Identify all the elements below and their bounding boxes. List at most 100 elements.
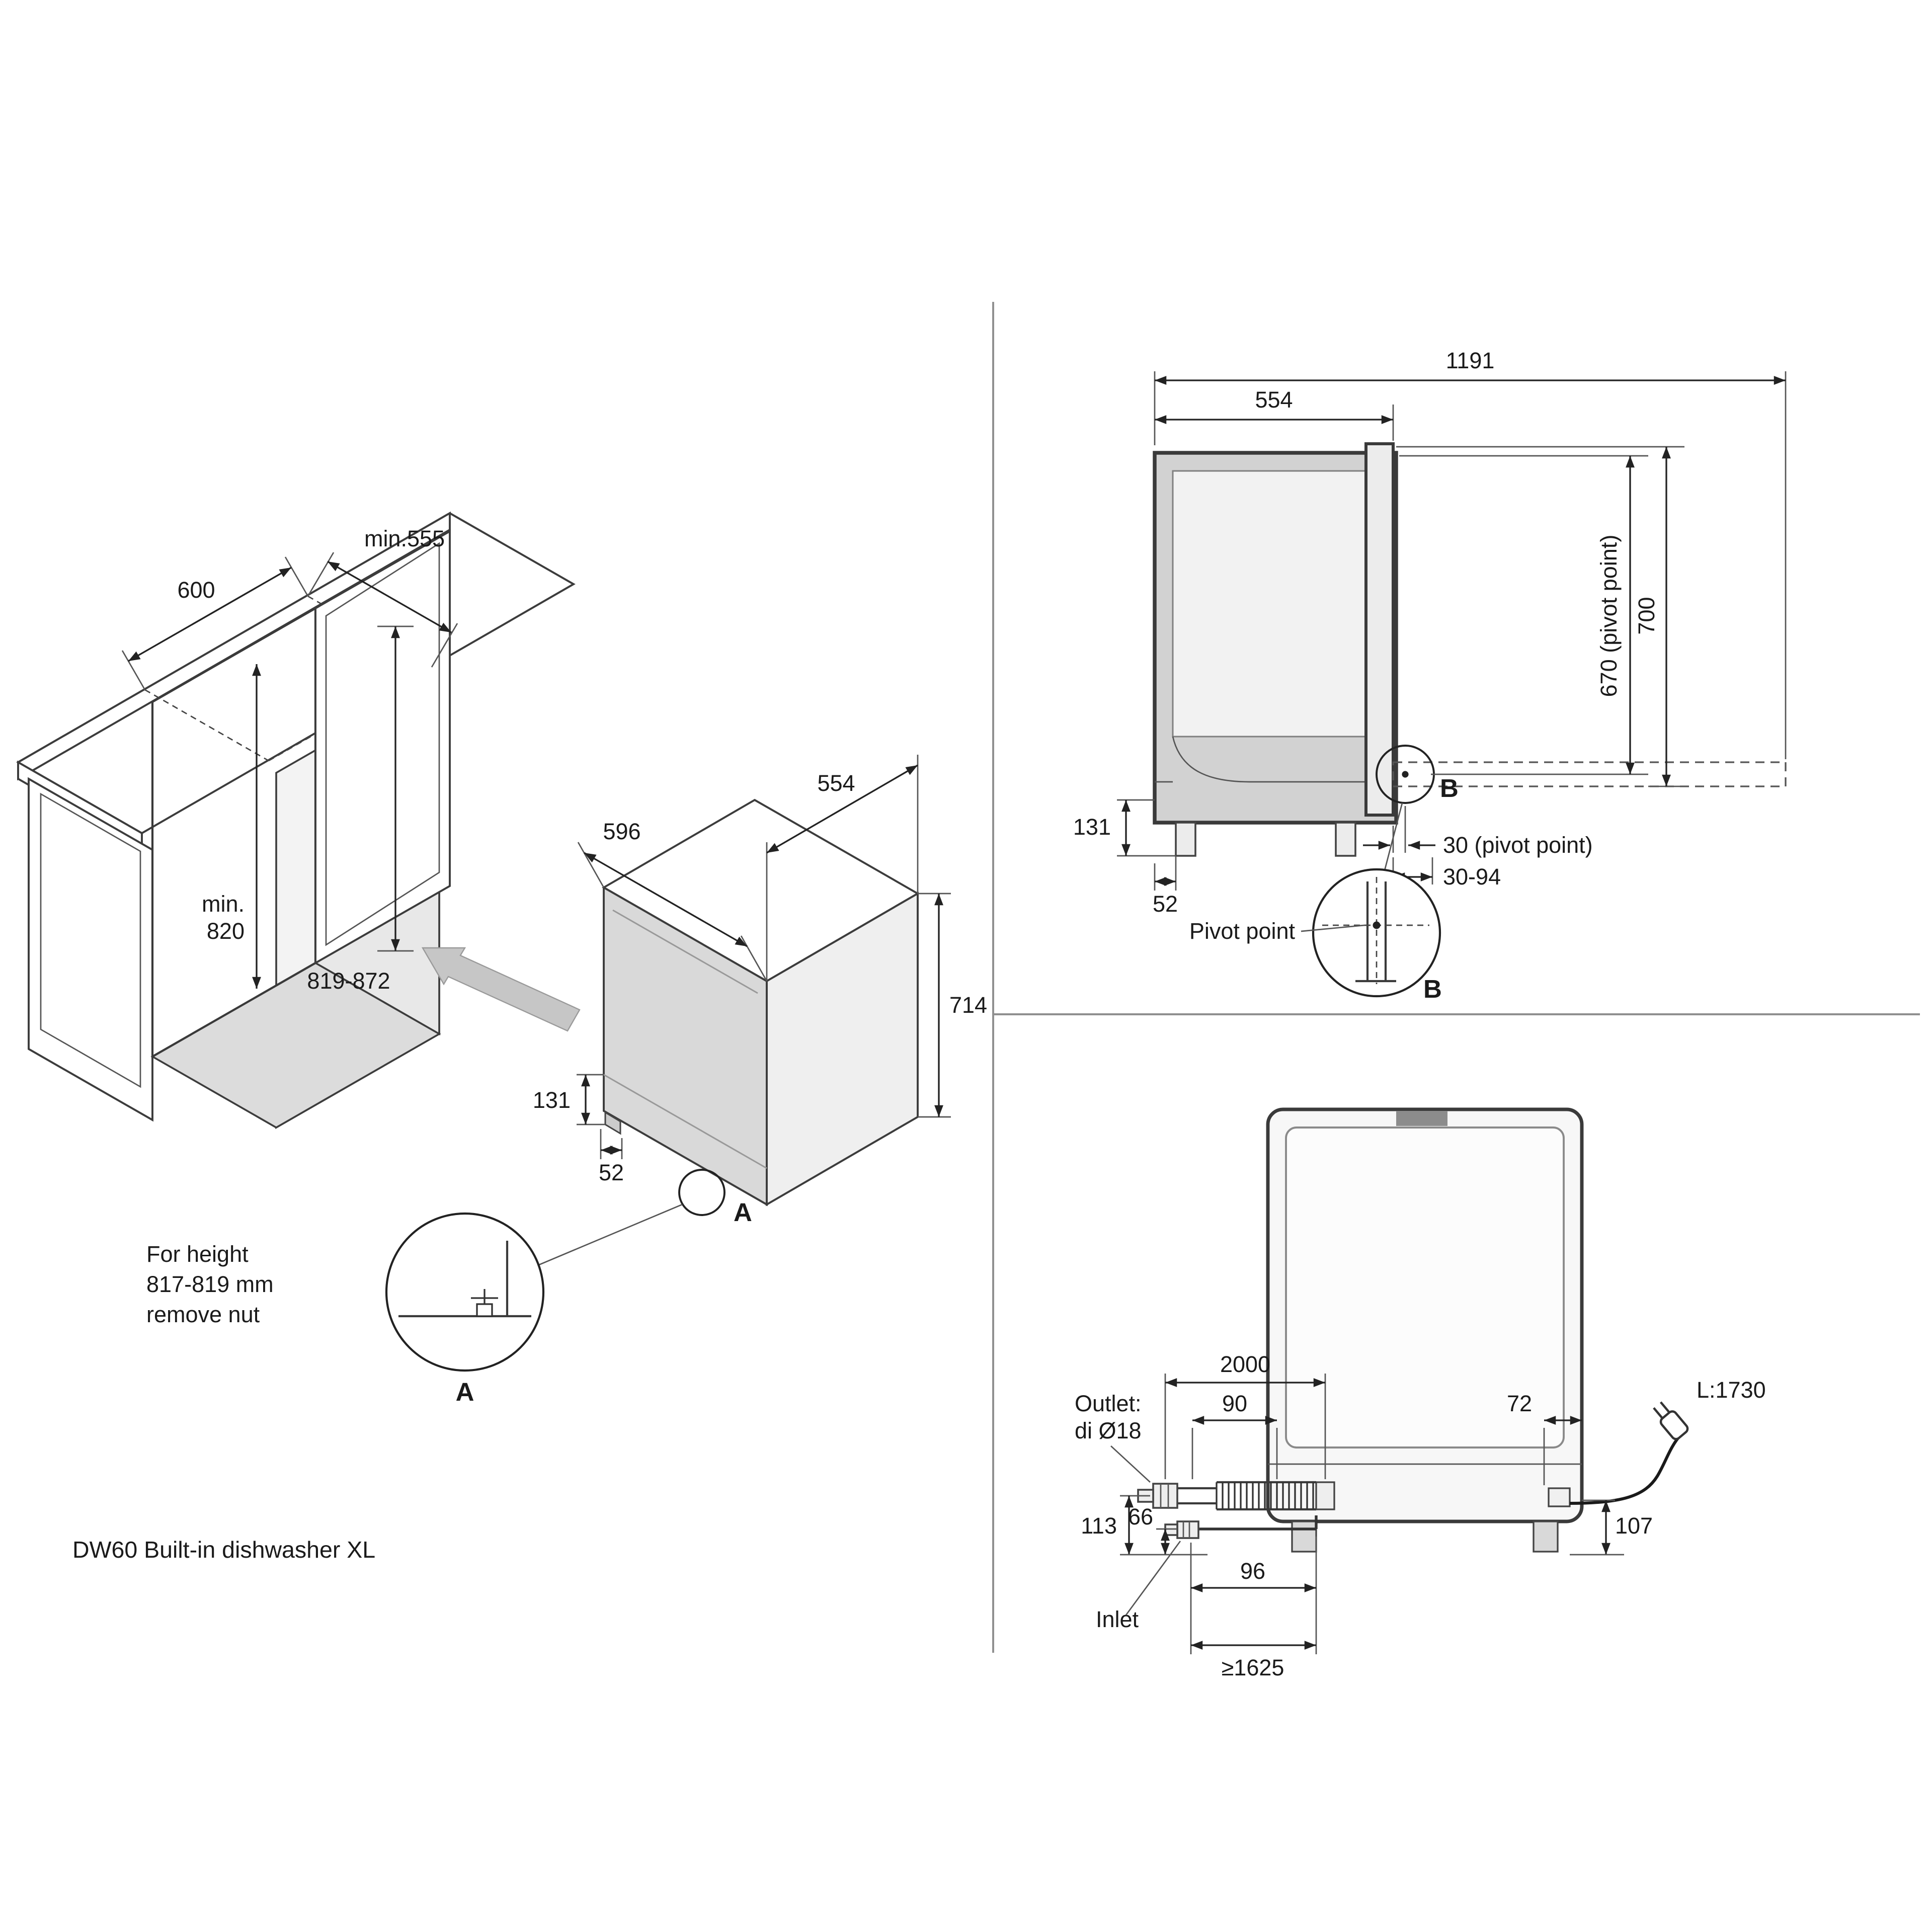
cabinet-niche-view: 600 min.555 min. 820 819-872 (16, 511, 576, 1130)
dim-top-height-label: 700 (1634, 597, 1659, 634)
dim-side-plinth-label: 131 (1073, 814, 1111, 840)
detail-a-marker-label: A (734, 1198, 752, 1227)
outlet-label-line1: Outlet: (1075, 1391, 1142, 1416)
dim-inlet-height-label: 66 (1128, 1504, 1153, 1530)
cord-anchor (1548, 1487, 1571, 1507)
dim-opening-height-label-2: 820 (207, 918, 245, 944)
detail-a-foot-drawing (398, 1241, 531, 1318)
dim-cord-offset-label: 72 (1507, 1391, 1532, 1416)
inlet-fitting (1176, 1520, 1199, 1539)
dim-drain-hose-length: 2000 (1164, 1351, 1326, 1479)
dim-outlet-height: 113 (1081, 1495, 1150, 1555)
dim-dw-foot-inset: 52 (599, 1129, 624, 1185)
plug-icon (1653, 1401, 1689, 1440)
inlet-label: Inlet (1096, 1606, 1139, 1632)
rear-view: 2000 90 72 L:1730 Outlet: di Ø18 113 (1075, 1107, 1766, 1680)
dim-dw-height-label: 714 (949, 992, 987, 1018)
dim-dw-height: 714 (918, 893, 987, 1118)
dim-inlet-hose-min-label: ≥1625 (1222, 1655, 1284, 1680)
detail-a-marker-circle (678, 1169, 726, 1216)
dim-side-foot-inset: 52 (1153, 856, 1178, 917)
dim-dw-depth-label: 554 (817, 770, 855, 796)
right-cabinet (314, 529, 451, 965)
detail-a-circle (385, 1212, 545, 1372)
dim-pivot-offset-label: 30 (pivot point) (1443, 832, 1593, 858)
caption: DW60 Built-in dishwasher XL (72, 1537, 375, 1563)
dim-cord-offset: 72 (1507, 1391, 1582, 1485)
dim-dw-width-label: 596 (603, 819, 640, 844)
detail-a-note-line1: For height (146, 1241, 249, 1267)
rear-foot (1175, 822, 1196, 857)
insertion-arrow (421, 947, 581, 1032)
dim-opening-width: 600 (121, 556, 309, 690)
dim-dw-foot-inset-label: 52 (599, 1160, 624, 1185)
pivot-point-leader (1301, 924, 1365, 932)
dim-cord-height: 107 (1582, 1499, 1653, 1555)
dim-side-foot-inset-label: 52 (1153, 891, 1178, 917)
dim-door-clearance-label: 30-94 (1443, 864, 1501, 890)
dim-dw-width: 596 (577, 819, 768, 982)
dim-opening-depth: min.555 (307, 526, 458, 668)
detail-a: For height 817-819 mm remove nut A (146, 1212, 545, 1406)
pivot-point-label: Pivot point (1189, 918, 1296, 944)
dim-inlet-offset-label: 96 (1240, 1558, 1265, 1584)
left-cabinet-door-inset (40, 792, 141, 1088)
dim-outlet-height-label: 113 (1081, 1513, 1117, 1539)
dim-outlet-offset-label: 90 (1222, 1391, 1247, 1416)
dim-inlet-hose-min: ≥1625 (1190, 1641, 1317, 1680)
tub-inner (1172, 470, 1367, 738)
rear-foot-right (1533, 1520, 1559, 1553)
dim-opening-depth-label: min.555 (364, 526, 445, 551)
door-panel (1364, 442, 1395, 817)
left-cabinet (28, 777, 153, 1122)
dim-opening-height: min. 820 (202, 664, 261, 989)
outlet-label-line2: di Ø18 (1075, 1418, 1142, 1443)
inlet-leader (1125, 1541, 1181, 1616)
detail-b-marker-label: B (1440, 774, 1459, 802)
inlet-hose (1164, 1515, 1318, 1539)
front-foot-side (1335, 822, 1356, 857)
dim-cord-height-label: 107 (1615, 1513, 1653, 1539)
detail-b-pivot-drawing (1322, 877, 1429, 984)
detail-a-note-line3: remove nut (146, 1302, 260, 1327)
dim-side-depth: 554 (1154, 387, 1394, 441)
side-view: B 1191 554 670 (pivot point) 700 (1073, 348, 1787, 917)
detail-b-label: B (1423, 975, 1442, 1003)
dim-cabinet-height-label: 819-872 (307, 968, 390, 994)
dim-pivot-offset: 30 (pivot point) (1363, 806, 1593, 858)
dishwasher-isometric: 596 554 714 131 52 (421, 755, 987, 1266)
dim-side-plinth: 131 (1073, 799, 1176, 857)
outlet-leader (1110, 1445, 1151, 1483)
dim-cabinet-height: 819-872 (307, 625, 414, 994)
dim-dw-plinth: 131 (533, 1074, 605, 1125)
dim-outlet-offset: 90 (1191, 1391, 1278, 1479)
dim-pivot-height: 670 (pivot point) (1399, 455, 1648, 775)
dim-pivot-height-label: 670 (pivot point) (1596, 535, 1622, 697)
rear-inner (1285, 1126, 1565, 1448)
sump-line (1172, 736, 1366, 783)
kickplate-line (603, 1074, 767, 1169)
pivot-dot (1402, 771, 1409, 778)
front-foot (604, 1111, 621, 1135)
dim-drain-hose-length-label: 2000 (1220, 1351, 1270, 1377)
top-tab (1396, 1111, 1447, 1126)
detail-a-leader (538, 1203, 683, 1266)
dim-depth-door-open: 1191 (1154, 348, 1787, 759)
dim-dw-plinth-label: 131 (533, 1087, 571, 1113)
dim-top-height: 700 (1396, 446, 1684, 787)
section-dividers (992, 302, 1920, 1653)
dim-side-depth-label: 554 (1255, 387, 1293, 413)
outlet-fitting (1152, 1483, 1178, 1509)
dim-opening-width-label: 600 (177, 577, 215, 603)
open-door-dashed (1392, 761, 1787, 787)
dim-inlet-offset: 96 (1190, 1537, 1317, 1654)
dim-opening-height-label-1: min. (202, 891, 245, 917)
inlet-tip (1164, 1523, 1178, 1536)
drain-hose (1137, 1481, 1335, 1511)
dim-dw-depth: 554 (766, 755, 919, 981)
dim-depth-door-open-label: 1191 (1446, 348, 1495, 373)
rear-foot-left (1291, 1520, 1317, 1553)
dim-inlet-height: 66 (1128, 1504, 1177, 1555)
